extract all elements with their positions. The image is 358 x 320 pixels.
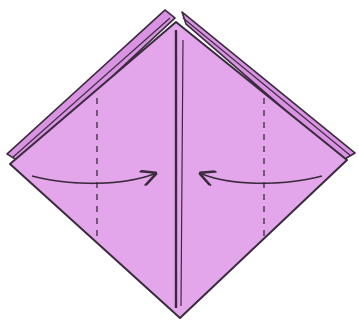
- main-diamond: [10, 22, 347, 318]
